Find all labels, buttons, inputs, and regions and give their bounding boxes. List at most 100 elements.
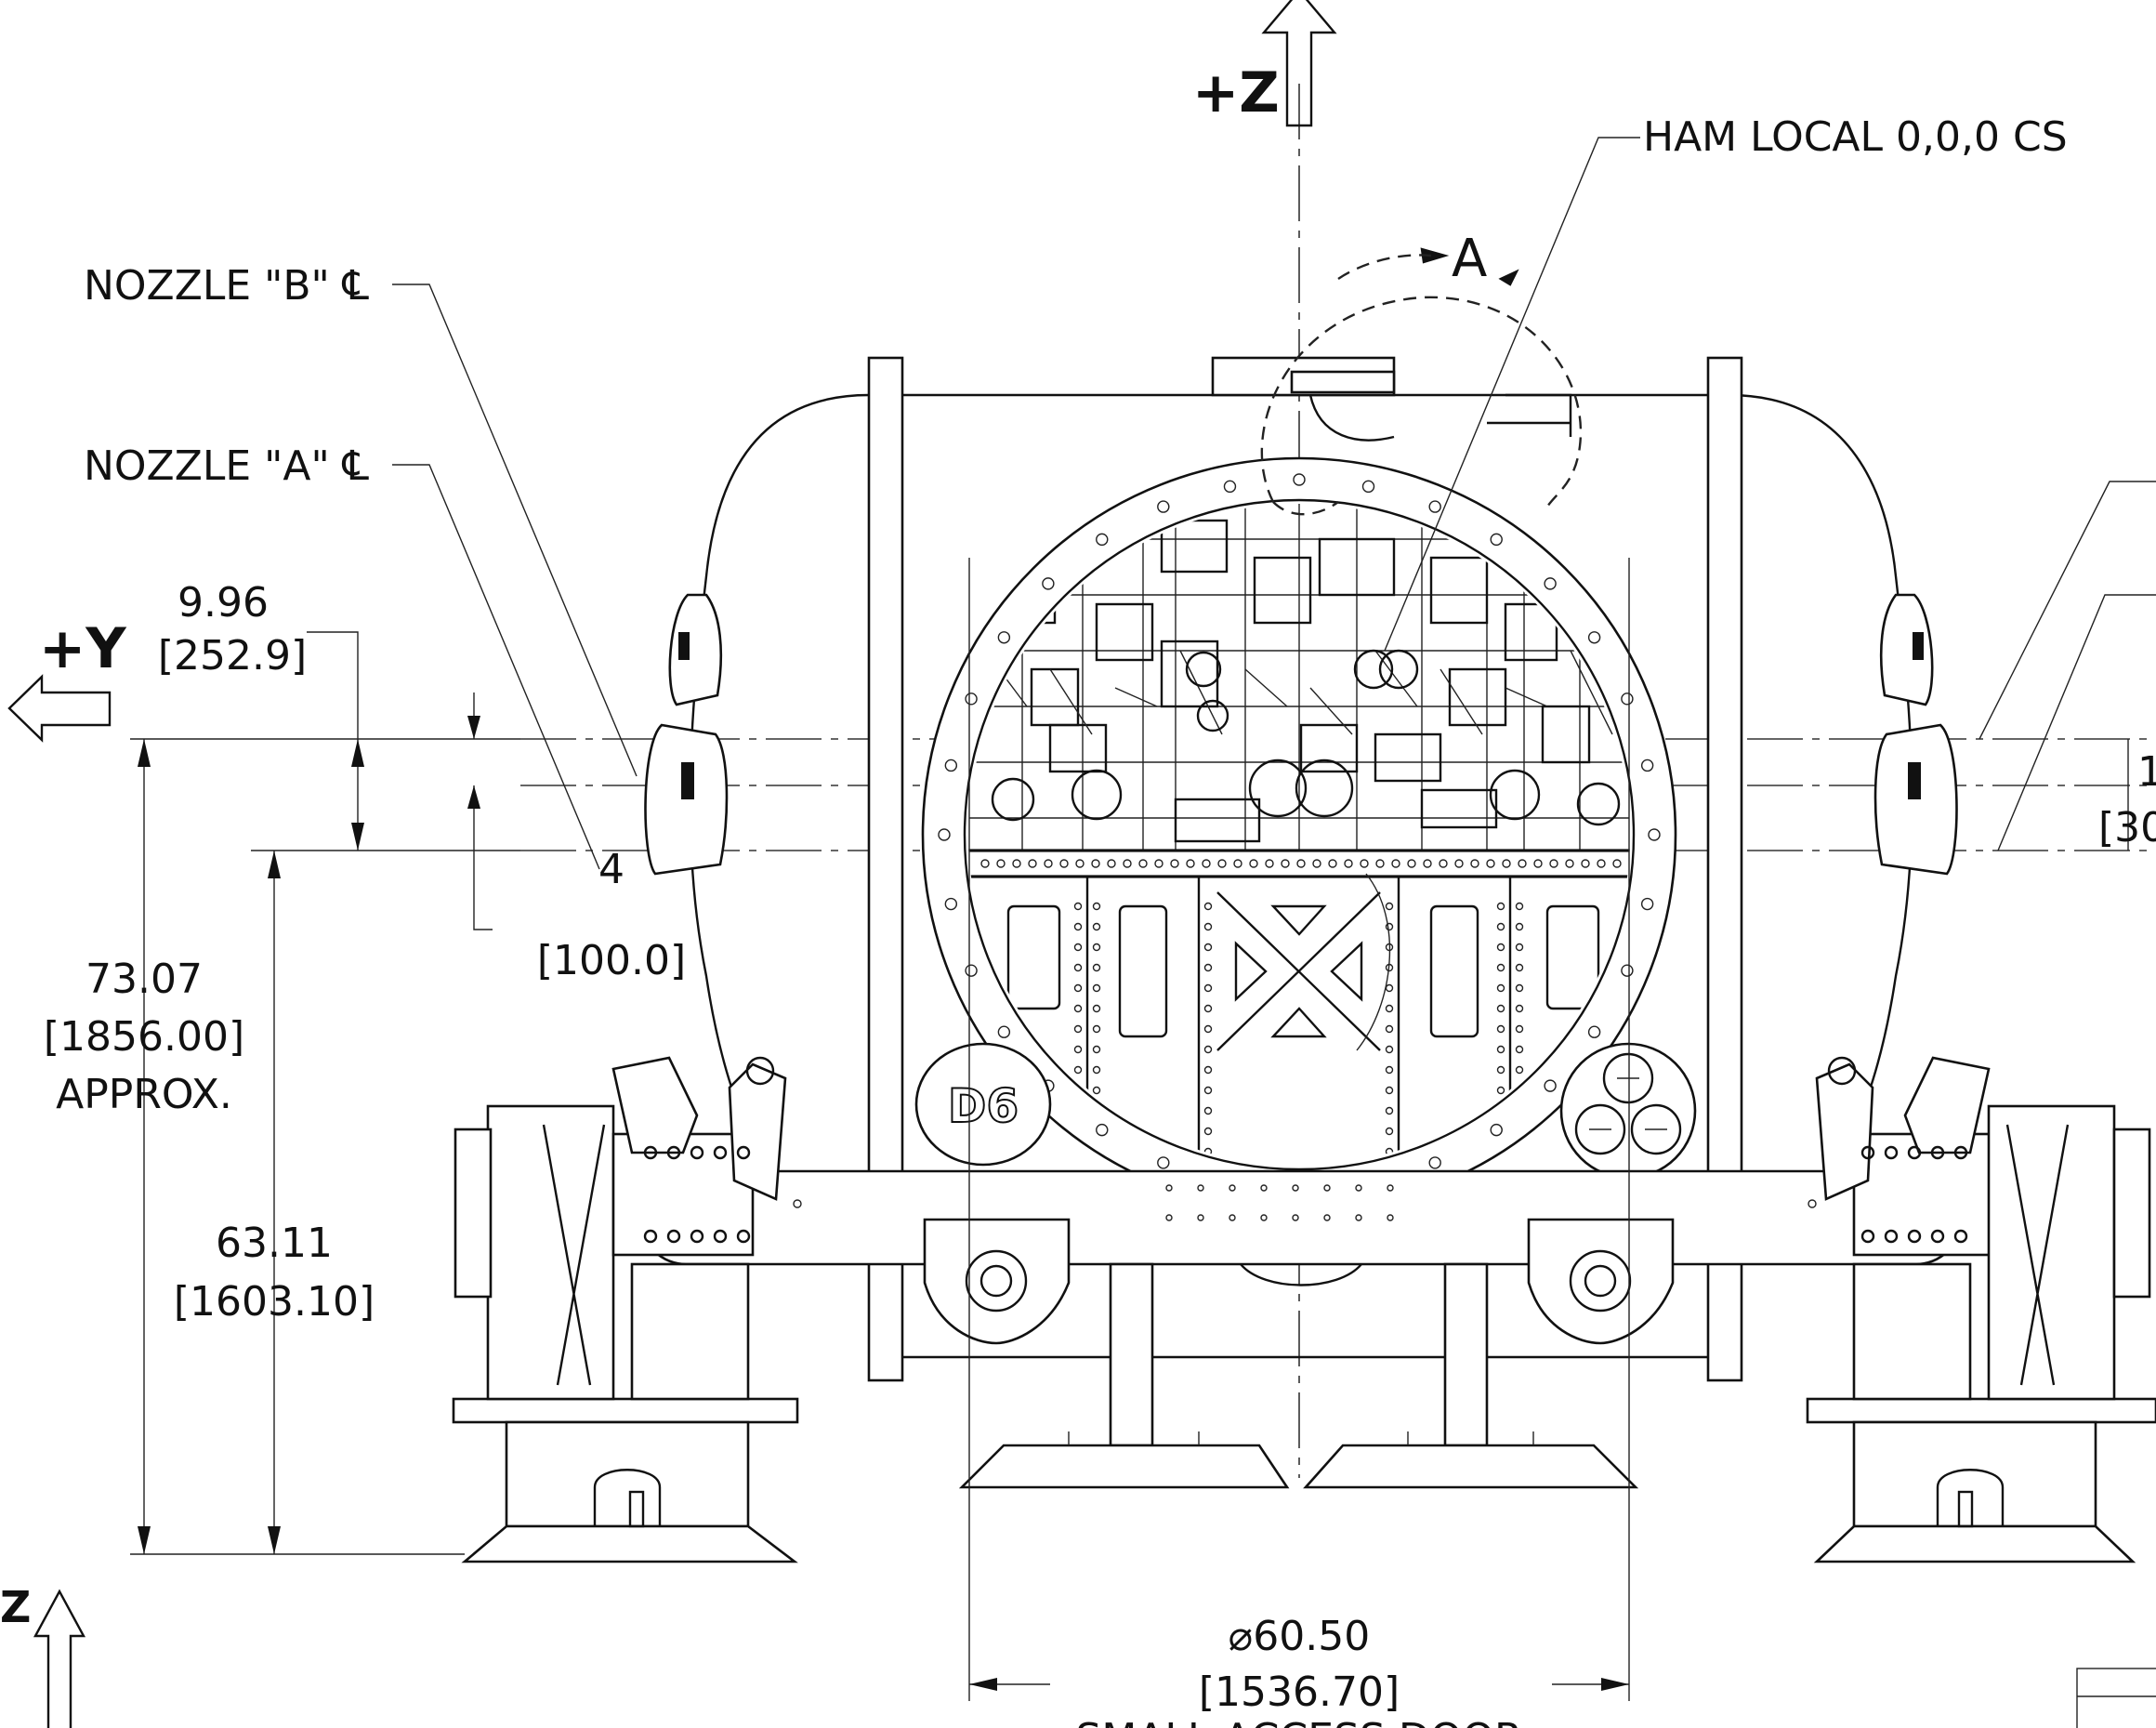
- y-axis-arrow: [7, 674, 112, 743]
- plate-hole: [1203, 1086, 1213, 1095]
- beam-hole: [1260, 1184, 1268, 1192]
- table-hole: [1612, 859, 1622, 868]
- plate-hole: [1203, 1004, 1213, 1013]
- ring-bolt: [1428, 1156, 1441, 1169]
- dim-73-07-value: 73.07: [85, 956, 203, 1003]
- dim-60-50-note: SMALL ACCESS DOOR: [1075, 1715, 1522, 1728]
- table-hole: [1154, 859, 1163, 868]
- ring-bolt: [1640, 897, 1654, 911]
- equipment-block: [1504, 602, 1558, 662]
- plate-hole: [1385, 922, 1394, 931]
- ring-bolt: [965, 964, 978, 977]
- plate-hole: [1203, 1024, 1213, 1034]
- stand-bolt: [666, 1145, 681, 1160]
- table-hole: [1470, 859, 1479, 868]
- plate-hole: [1496, 922, 1505, 931]
- beam-hole: [1355, 1214, 1362, 1221]
- table-hole: [1423, 859, 1432, 868]
- ring-bolt: [944, 897, 958, 911]
- ring-bolt: [1621, 964, 1634, 977]
- ring-bolt: [1157, 500, 1170, 513]
- table-hole: [1581, 859, 1590, 868]
- table-hole: [1186, 859, 1195, 868]
- ring-bolt: [1587, 1025, 1601, 1038]
- table-hole: [1138, 859, 1148, 868]
- brace: [1570, 650, 1613, 735]
- dim-63-11-metric: [1603.10]: [174, 1278, 375, 1326]
- dim-4-value: 4: [598, 846, 624, 893]
- plate-hole: [1385, 1004, 1394, 1013]
- plate-hole: [1092, 902, 1101, 911]
- beam-hole: [1387, 1184, 1394, 1192]
- beam-hole: [1197, 1184, 1204, 1192]
- y-axis-label: +Y: [39, 616, 127, 681]
- plate-hole: [1515, 1024, 1524, 1034]
- plate-hole: [1515, 943, 1524, 952]
- ring-bolt: [944, 758, 958, 772]
- beam-hole: [1292, 1184, 1299, 1192]
- table-hole: [1296, 859, 1306, 868]
- plate-hole: [1515, 983, 1524, 993]
- dim-9-96-value: 9.96: [177, 579, 269, 627]
- beam-hole: [1229, 1184, 1236, 1192]
- ring-bolt: [965, 693, 978, 706]
- bottom-z-label: Z: [0, 1582, 31, 1632]
- beam-hole: [1197, 1214, 1204, 1221]
- support-beam: [639, 1169, 1963, 1345]
- table-hole: [1170, 859, 1179, 868]
- plate-hole: [1496, 943, 1505, 952]
- dim-right-metric: [30: [2098, 804, 2156, 851]
- table-hole: [1486, 859, 1495, 868]
- ring-bolt: [1587, 631, 1601, 644]
- stand-bolt: [690, 1229, 704, 1244]
- stand-bolt: [1953, 1145, 1968, 1160]
- plate-hole: [1073, 1065, 1083, 1075]
- nozzles-left: [644, 593, 729, 876]
- plate-hole: [1203, 1045, 1213, 1054]
- beam-hole: [1165, 1184, 1173, 1192]
- stand-bolt: [666, 1229, 681, 1244]
- plate-hole: [1385, 1106, 1394, 1115]
- plate-hole: [1092, 1045, 1101, 1054]
- table-hole: [1375, 859, 1385, 868]
- table-hole: [1233, 859, 1242, 868]
- table-hole: [1597, 859, 1606, 868]
- plate-hole: [1203, 902, 1213, 911]
- brace: [1309, 687, 1353, 735]
- plate-hole: [1515, 1147, 1524, 1156]
- plate-hole: [1515, 1004, 1524, 1013]
- ring-bolt: [1490, 533, 1503, 547]
- ring-bolt: [1096, 1123, 1109, 1137]
- table-hole: [1217, 859, 1227, 868]
- plate-hole: [1515, 1065, 1524, 1075]
- plate-hole: [1092, 1086, 1101, 1095]
- equipment-block: [1299, 723, 1359, 773]
- plate-hole: [1203, 963, 1213, 972]
- plate-hole: [1515, 1045, 1524, 1054]
- equipment-block: [1541, 705, 1591, 764]
- beam-hole: [1165, 1214, 1173, 1221]
- brace: [1440, 668, 1483, 735]
- table-hole: [1028, 859, 1037, 868]
- table-hole: [1107, 859, 1116, 868]
- detail-a-label: A: [1452, 229, 1487, 289]
- brace: [1114, 687, 1158, 707]
- plate-hole: [1092, 943, 1101, 952]
- plate-hole: [1073, 1024, 1083, 1034]
- plate-hole: [1515, 922, 1524, 931]
- plate-hole: [1385, 1024, 1394, 1034]
- beam-hole: [1260, 1214, 1268, 1221]
- z-axis-label: +Z: [1192, 60, 1280, 125]
- equipment-block: [1318, 537, 1396, 597]
- plate-hole: [1203, 1127, 1213, 1136]
- plate-hole: [1073, 1045, 1083, 1054]
- dim-right-value: 1: [2137, 748, 2156, 796]
- detail-a-circle: [1260, 247, 1583, 516]
- table-hole: [1123, 859, 1132, 868]
- plate-hole: [1073, 943, 1083, 952]
- stand-bolt: [1907, 1145, 1922, 1160]
- table-hole: [1565, 859, 1574, 868]
- table-hole: [1360, 859, 1369, 868]
- beam-hole: [1229, 1214, 1236, 1221]
